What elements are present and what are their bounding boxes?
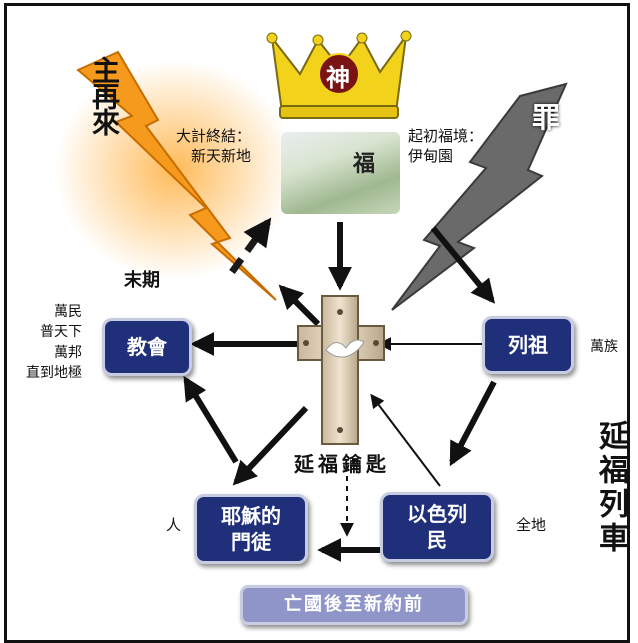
center-label: 延福鑰匙 <box>294 452 390 476</box>
disciples-side-label: 人 <box>166 516 182 534</box>
cross-icon <box>297 295 385 445</box>
dashed-arrow-to-new-heaven <box>229 217 272 275</box>
church-side-label: 萬民 普天下 萬邦 直到地極 <box>26 304 82 381</box>
flow-arrows <box>183 222 497 562</box>
node-disciples-label: 耶穌的 門徒 <box>221 504 281 554</box>
right-vertical-title: 延福列車 <box>593 420 628 556</box>
node-bottom: 亡國後至新約前 <box>240 585 468 625</box>
node-patriarchs-label: 列祖 <box>508 333 548 357</box>
node-israel: 以色列 民 <box>380 492 494 562</box>
right-lightning-bolt <box>391 82 568 311</box>
diagram-graphics <box>55 30 568 562</box>
patriarchs-side-label: 萬族 <box>590 339 618 355</box>
node-church: 教會 <box>102 318 192 376</box>
left-caption: 大計終結： 新天新地 <box>176 127 252 166</box>
node-church-label: 教會 <box>127 335 167 359</box>
crown-label: 神 <box>326 64 350 92</box>
left-lightning-bolt <box>55 50 295 301</box>
node-israel-label: 以色列 民 <box>407 502 467 552</box>
right-bolt-label: 罪 <box>532 101 561 134</box>
blessing-image: 福 <box>281 132 400 214</box>
left-bolt-label: 主再來 <box>88 56 121 134</box>
israel-side-label: 全地 <box>516 516 547 534</box>
node-disciples: 耶穌的 門徒 <box>194 494 308 564</box>
end-time-label: 末期 <box>124 270 160 291</box>
node-patriarchs: 列祖 <box>482 316 574 374</box>
right-caption: 起初福境： 伊甸園 <box>408 127 484 166</box>
diagram-canvas: 福 神 主再來 罪 大計終結： 新天新地 起初福境： 伊甸園 末期 延福鑰匙 延… <box>4 3 630 643</box>
blessing-label: 福 <box>353 152 376 177</box>
node-bottom-label: 亡國後至新約前 <box>284 594 424 616</box>
crown-icon <box>266 30 412 119</box>
